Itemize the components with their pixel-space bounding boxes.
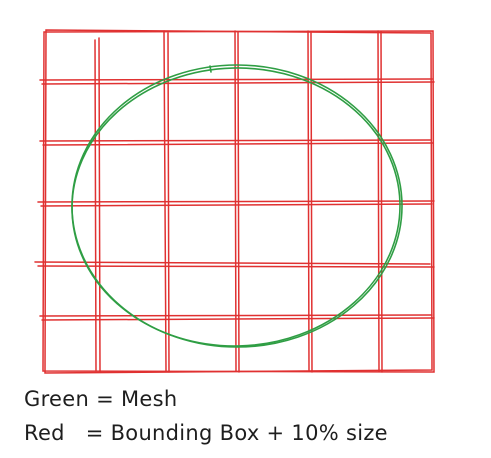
grid-line-v1	[94, 39, 97, 372]
grid-line-v1-stroke2	[98, 37, 101, 373]
mesh-top-tick	[209, 65, 212, 73]
grid-line-v3-stroke2	[237, 31, 240, 373]
legend-red: Red = Bounding Box + 10% size	[24, 421, 388, 445]
grid-line-h4	[34, 261, 431, 265]
grid-line-v5	[377, 30, 380, 372]
grid-line-h3-stroke2	[40, 203, 433, 207]
bounding-box-outline-second-stroke	[44, 29, 433, 374]
mesh-circle	[71, 64, 403, 348]
grid-line-v5-stroke2	[380, 31, 383, 373]
grid-line-v3	[234, 30, 237, 372]
grid-line-h1	[39, 78, 433, 81]
grid-line-v4	[307, 30, 310, 372]
legend-green: Green = Mesh	[24, 387, 177, 411]
grid-line-v2	[163, 30, 167, 372]
grid-line-v4-stroke2	[310, 32, 313, 373]
bounding-box-grid	[34, 29, 435, 374]
mesh-outline-second-stroke	[71, 67, 401, 347]
grid-line-h5-stroke2	[41, 317, 435, 321]
grid-line-v2-stroke2	[167, 32, 170, 373]
